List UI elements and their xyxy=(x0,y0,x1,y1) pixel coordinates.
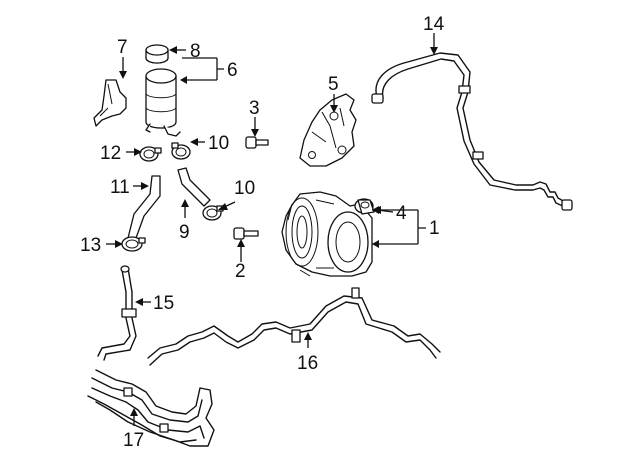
callout-10-lower: 10 xyxy=(234,178,255,199)
part-10-clamp-upper xyxy=(171,142,191,160)
part-14-pressure-hose xyxy=(371,52,573,211)
callout-leaders xyxy=(106,33,438,426)
callout-12: 12 xyxy=(100,143,121,164)
part-15-pipe xyxy=(97,265,137,361)
callout-8: 8 xyxy=(190,41,201,62)
part-7-bracket xyxy=(93,79,127,127)
callout-9: 9 xyxy=(179,222,190,243)
callout-11: 11 xyxy=(110,177,130,198)
part-9-hose xyxy=(177,167,211,207)
callout-6: 6 xyxy=(227,60,238,81)
callout-3: 3 xyxy=(249,98,260,119)
callout-2: 2 xyxy=(235,261,246,282)
callout-15: 15 xyxy=(153,293,174,314)
part-2-bolt xyxy=(233,227,259,240)
part-3-bolt xyxy=(245,136,269,149)
part-16-return-line xyxy=(147,287,441,366)
part-4-fitting xyxy=(354,198,375,215)
callout-13: 13 xyxy=(80,235,101,256)
callout-16: 16 xyxy=(297,353,318,374)
part-6-reservoir xyxy=(145,68,181,137)
callout-10-upper: 10 xyxy=(208,133,229,154)
part-13-clamp xyxy=(121,236,146,252)
part-8-cap xyxy=(145,44,169,64)
callout-labels: 1 2 3 4 5 6 7 8 9 10 10 11 12 13 14 15 1… xyxy=(80,14,445,451)
callout-4: 4 xyxy=(396,203,407,224)
callout-14: 14 xyxy=(423,14,445,35)
part-5-bracket xyxy=(299,93,357,167)
part-17-cooler xyxy=(87,369,215,447)
callout-7: 7 xyxy=(117,37,128,58)
callout-17: 17 xyxy=(123,430,144,451)
callout-1: 1 xyxy=(429,218,440,239)
part-12-clamp xyxy=(139,146,162,162)
callout-5: 5 xyxy=(328,74,339,95)
part-1-pump xyxy=(281,191,373,277)
